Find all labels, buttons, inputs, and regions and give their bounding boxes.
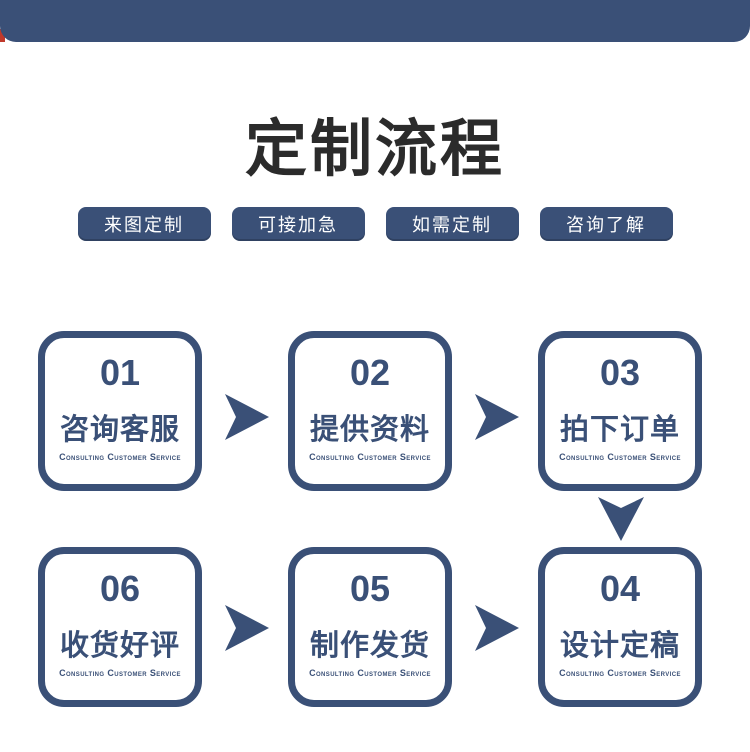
arrow-right-icon [472,603,522,653]
page-title: 定制流程 [244,115,505,184]
tag-button-custom-from-image[interactable]: 来图定制 [77,207,211,241]
step-title: 收货好评 [59,630,180,662]
step-subtitle: Consulting Customer Service [309,668,431,678]
step-number: 05 [349,568,391,609]
arrow-right-icon [472,392,522,442]
step-subtitle: Consulting Customer Service [559,452,681,462]
step-box-02: 02 提供资料 Consulting Customer Service [288,331,452,491]
tag-button-rush-accepted[interactable]: 可接加急 [231,207,365,241]
step-number: 04 [599,568,641,609]
arrow-right-icon [222,603,272,653]
step-title: 设计定稿 [559,630,680,662]
tag-button-if-custom-needed[interactable]: 如需定制 [385,207,519,241]
arrow-down-icon [596,494,646,544]
step-number: 03 [599,352,641,393]
step-box-05: 05 制作发货 Consulting Customer Service [288,547,452,707]
step-title: 制作发货 [309,630,430,662]
step-box-06: 06 收货好评 Consulting Customer Service [38,547,202,707]
step-number: 02 [349,352,391,393]
step-subtitle: Consulting Customer Service [559,668,681,678]
step-number: 06 [99,568,141,609]
step-box-03: 03 拍下订单 Consulting Customer Service [538,331,702,491]
step-title: 咨询客服 [59,414,180,446]
step-box-01: 01 咨询客服 Consulting Customer Service [38,331,202,491]
step-title: 拍下订单 [559,414,680,446]
tags-row: 来图定制 可接加急 如需定制 咨询了解 [0,207,750,241]
tag-button-consult-learn[interactable]: 咨询了解 [539,207,673,241]
step-subtitle: Consulting Customer Service [59,668,181,678]
step-box-04: 04 设计定稿 Consulting Customer Service [538,547,702,707]
step-subtitle: Consulting Customer Service [59,452,181,462]
arrow-right-icon [222,392,272,442]
step-number: 01 [99,352,141,393]
step-title: 提供资料 [309,414,430,446]
step-subtitle: Consulting Customer Service [309,452,431,462]
top-bar [0,0,750,42]
